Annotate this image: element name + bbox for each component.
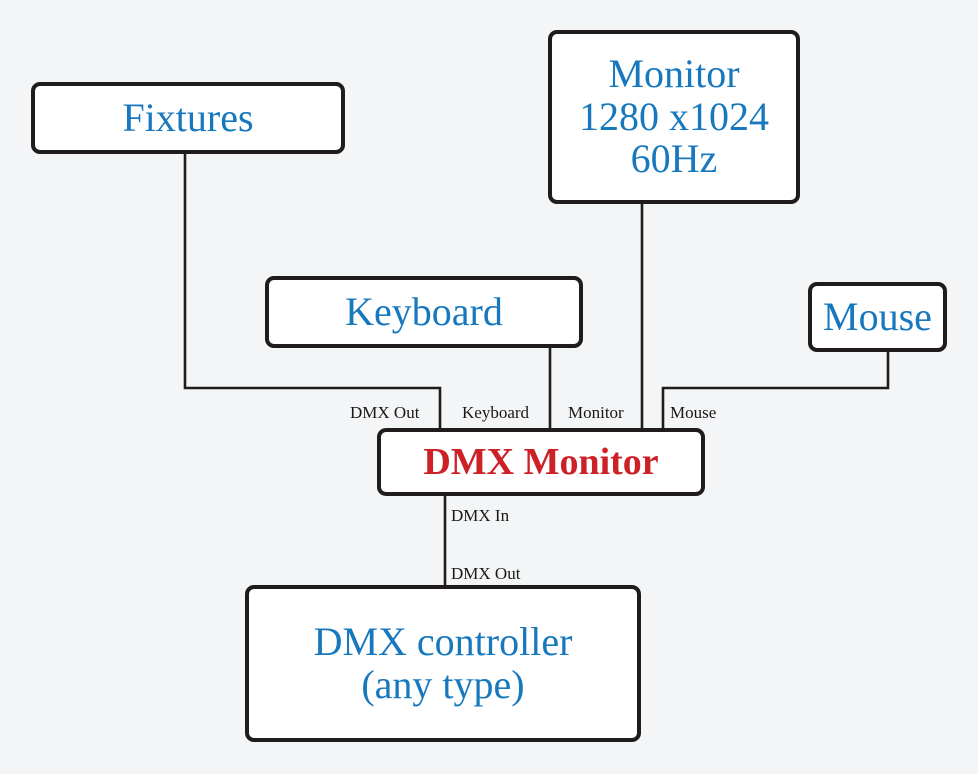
node-fixtures[interactable]: Fixtures <box>31 82 345 154</box>
port-label-dmx-out-top: DMX Out <box>350 403 420 422</box>
node-monitor[interactable]: Monitor 1280 x1024 60Hz <box>548 30 800 204</box>
port-label-mouse-port: Mouse <box>670 403 717 422</box>
port-label-keyboard-port: Keyboard <box>462 403 530 422</box>
node-keyboard[interactable]: Keyboard <box>265 276 583 348</box>
port-label-dmx-in: DMX In <box>451 506 510 525</box>
connector-fixtures-to-dmx-out <box>183 154 442 428</box>
node-dmx-controller[interactable]: DMX controller (any type) <box>245 585 641 742</box>
connector-mouse-to-dmx <box>661 352 890 428</box>
port-label-monitor-port: Monitor <box>568 403 624 422</box>
node-mouse[interactable]: Mouse <box>808 282 947 352</box>
port-label-dmx-out-lower: DMX Out <box>451 564 521 583</box>
node-dmx-monitor[interactable]: DMX Monitor <box>377 428 705 496</box>
